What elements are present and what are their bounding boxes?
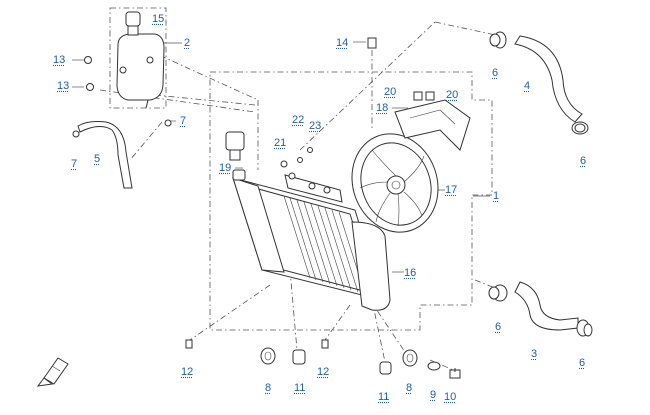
callout-16[interactable]: 16 [404, 267, 417, 279]
callout-9[interactable]: 9 [430, 389, 437, 401]
callout-11-left[interactable]: 11 [294, 382, 306, 394]
callout-6-lower-left[interactable]: 6 [495, 321, 502, 333]
hose-clamps [488, 33, 593, 337]
upper-hose [493, 31, 589, 135]
callout-17[interactable]: 17 [445, 184, 458, 196]
callout-13-upper[interactable]: 13 [53, 54, 66, 66]
callout-7-left[interactable]: 7 [71, 158, 78, 170]
callout-1[interactable]: 1 [493, 190, 500, 202]
callout-6-upper-right[interactable]: 6 [580, 155, 587, 167]
callout-20-right[interactable]: 20 [446, 89, 459, 101]
callout-12-right[interactable]: 12 [317, 366, 330, 378]
callout-13-lower[interactable]: 13 [57, 80, 70, 92]
fasteners [84, 37, 461, 379]
fan-bracket [394, 99, 471, 151]
callout-14[interactable]: 14 [336, 37, 349, 49]
callout-3[interactable]: 3 [531, 348, 538, 360]
callout-10[interactable]: 10 [444, 391, 457, 403]
radiator [232, 174, 391, 311]
small-hose [72, 121, 133, 189]
callout-19[interactable]: 19 [219, 162, 232, 174]
callout-2[interactable]: 2 [184, 37, 191, 49]
callout-5[interactable]: 5 [94, 153, 101, 165]
callout-7-tank[interactable]: 7 [180, 115, 187, 127]
callout-4[interactable]: 4 [524, 80, 531, 92]
fan-assembly [351, 133, 439, 233]
callout-8-right[interactable]: 8 [406, 382, 413, 394]
callout-6-upper-left[interactable]: 6 [492, 67, 499, 79]
reservoir-tank [109, 7, 167, 109]
callout-11-right[interactable]: 11 [378, 391, 390, 403]
callout-8-left[interactable]: 8 [265, 382, 272, 394]
callout-12-left[interactable]: 12 [181, 366, 194, 378]
callout-15[interactable]: 15 [152, 13, 165, 25]
callout-6-lower-right[interactable]: 6 [579, 357, 586, 369]
front-arrow-icon [36, 357, 69, 387]
callout-20-left[interactable]: 20 [384, 86, 397, 98]
callout-21[interactable]: 21 [274, 137, 287, 149]
lower-hose [492, 281, 590, 337]
callout-22[interactable]: 22 [292, 114, 305, 126]
callout-18[interactable]: 18 [376, 102, 389, 114]
radiator-cap [225, 131, 246, 181]
callout-23[interactable]: 23 [309, 120, 322, 132]
